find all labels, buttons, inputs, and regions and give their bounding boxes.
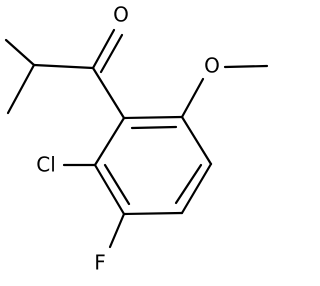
atom-label-chlorine: Cl bbox=[36, 153, 56, 177]
bond-ring-to-methoxy-oxygen bbox=[180, 77, 205, 119]
ring-bond-c6-c1 bbox=[93, 116, 126, 167]
bond-methyl-upper-to-ch bbox=[4, 38, 36, 67]
bond-carbonyl-to-ring bbox=[91, 66, 126, 120]
bond-methoxy-oxygen-to-methyl bbox=[223, 64, 269, 69]
atom-label-oxygen-carbonyl: O bbox=[113, 3, 129, 27]
chemical-structure-diagram: O O Cl F bbox=[4, 3, 269, 275]
ring-bond-c2-c3 bbox=[180, 115, 213, 166]
bond-carbonyl-double-b bbox=[99, 33, 124, 74]
ring-inner-double-left bbox=[103, 163, 131, 206]
ring-bond-c1-c2 bbox=[122, 115, 184, 120]
bond-carbonyl-double-a bbox=[91, 28, 116, 70]
ring-bond-c5-c6 bbox=[93, 163, 126, 216]
atom-label-oxygen-methoxy: O bbox=[204, 54, 220, 78]
ring-bond-c4-c5 bbox=[122, 211, 184, 216]
bond-ring-to-fluorine bbox=[108, 212, 126, 249]
ring-inner-double-right bbox=[174, 163, 203, 205]
ring-bond-c3-c4 bbox=[180, 162, 213, 215]
molecule-canvas: O O Cl F bbox=[4, 2, 269, 275]
atom-label-fluorine: F bbox=[94, 251, 106, 275]
bond-methyl-lower-to-ch bbox=[6, 63, 36, 115]
bond-ch-to-carbonyl bbox=[32, 63, 95, 70]
ring-inner-double-top bbox=[130, 125, 178, 130]
